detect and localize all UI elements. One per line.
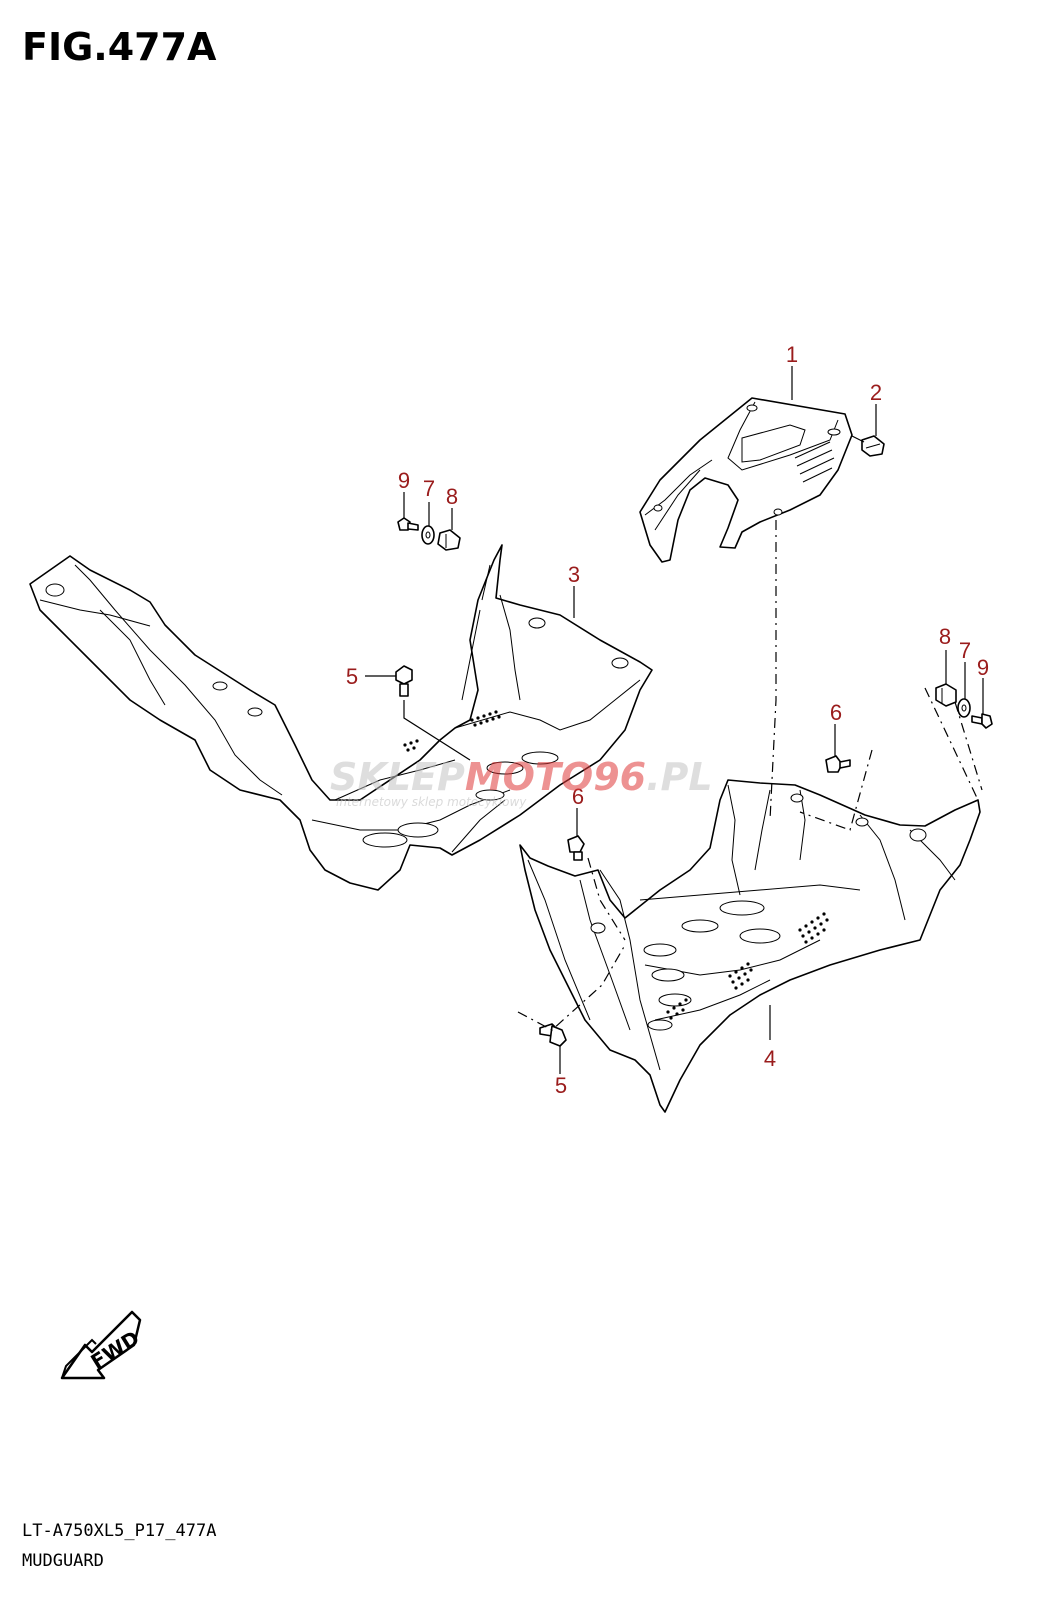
callout-4: 4 [764, 1046, 776, 1071]
callout-9-left: 9 [398, 468, 410, 493]
watermark-tagline: internetowy sklep motocyklowy [336, 795, 527, 809]
callout-3: 3 [568, 562, 580, 587]
callout-9-right: 9 [977, 655, 989, 680]
part-3-left-mudguard [29, 544, 653, 891]
bolt-9-left [397, 517, 419, 531]
assembly-line-6-lower [587, 857, 626, 941]
callout-7-left: 7 [423, 476, 435, 501]
svg-text:SKLEPMOTO96.PL: SKLEPMOTO96.PL [330, 755, 713, 799]
grommet-8-right [935, 683, 957, 707]
callout-6-upper: 6 [830, 700, 842, 725]
part-4-right-mudguard [519, 779, 981, 1113]
assembly-line-1 [769, 520, 777, 821]
figure-title: FIG.477A [22, 25, 217, 69]
fwd-direction-badge: FWD [60, 1310, 144, 1380]
callout-2: 2 [870, 380, 882, 405]
bolt-9-right [971, 713, 993, 729]
assembly-line-right-a [924, 687, 979, 801]
callout-6-lower: 6 [572, 784, 584, 809]
callout-5-upper: 5 [346, 664, 358, 689]
callout-5-lower: 5 [555, 1073, 567, 1098]
bolt-5-upper [365, 665, 471, 761]
assembly-line-right-b [954, 701, 983, 791]
washer-7-left [421, 525, 435, 545]
callout-1: 1 [786, 342, 798, 367]
callout-8-left: 8 [446, 484, 458, 509]
assembly-line-6-upper [799, 749, 873, 831]
watermark: SKLEPMOTO96.PL internetowy sklep motocyk… [330, 755, 713, 809]
callout-8-right: 8 [939, 624, 951, 649]
screw-6-lower [567, 808, 585, 861]
watermark-text-b: MOTO [465, 755, 593, 799]
grommet-8-left [437, 529, 461, 551]
part-1-cover [639, 397, 853, 563]
section-name: MUDGUARD [22, 1551, 104, 1571]
assembly-line-5-lower [517, 944, 626, 1031]
washer-7-right [957, 698, 971, 718]
part-2-fastener [851, 435, 885, 457]
watermark-text-a: SKLEP [330, 755, 465, 799]
fastener-set-left [397, 492, 461, 551]
model-code: LT-A750XL5_P17_477A [22, 1521, 216, 1541]
callout-7-right: 7 [959, 638, 971, 663]
watermark-text-c: 96 [593, 755, 646, 799]
screw-6-upper [825, 724, 851, 773]
bolt-5-lower [539, 1023, 567, 1074]
fastener-set-right [935, 650, 993, 729]
watermark-text-d: .PL [646, 755, 713, 799]
